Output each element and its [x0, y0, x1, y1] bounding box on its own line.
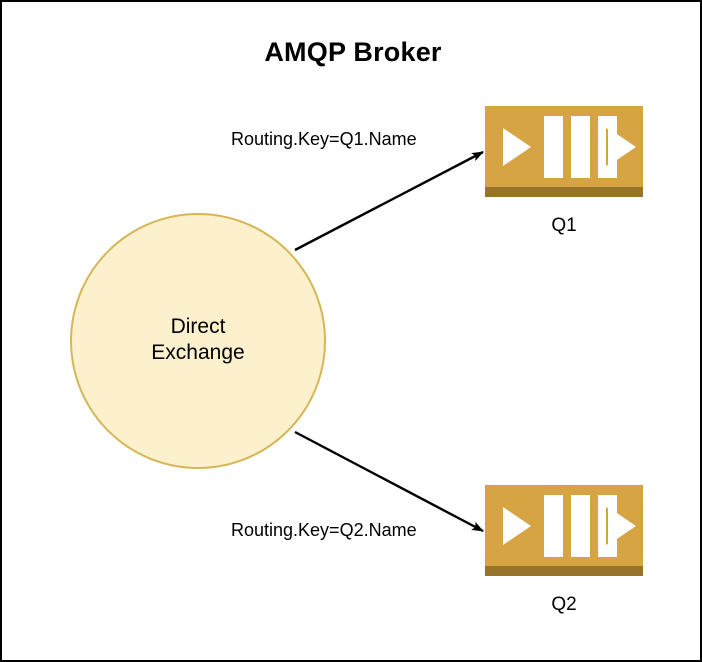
queue-q1-message-bar-1	[544, 116, 563, 178]
queue-q2-outlet-triangle-icon	[608, 507, 636, 545]
queue-q1-inlet-triangle-icon	[503, 128, 531, 166]
binding-arrow-q2[interactable]	[294, 430, 484, 533]
queue-node-q1[interactable]	[485, 106, 643, 197]
queue-q2-shadow-strip	[485, 566, 643, 576]
queue-node-q2[interactable]	[485, 485, 643, 576]
queue-q2-message-bar-1	[544, 495, 563, 557]
queue-q2-message-bar-2	[571, 495, 590, 557]
binding-label-q2: Routing.Key=Q2.Name	[231, 520, 417, 540]
queue-q1-outlet-triangle-icon	[608, 128, 636, 166]
queue-q2-label: Q2	[551, 594, 577, 615]
direct-exchange-label: Direct Exchange	[151, 315, 245, 364]
direct-exchange-node[interactable]	[70, 213, 326, 469]
queue-q1-message-bar-2	[571, 116, 590, 178]
queue-q1-shadow-strip	[485, 187, 643, 197]
binding-label-q1: Routing.Key=Q1.Name	[231, 129, 417, 149]
queue-q1-label: Q1	[551, 215, 577, 236]
queue-q2-inlet-triangle-icon	[503, 507, 531, 545]
binding-arrow-q1[interactable]	[294, 150, 484, 252]
diagram-title: AMQP Broker	[264, 37, 442, 67]
